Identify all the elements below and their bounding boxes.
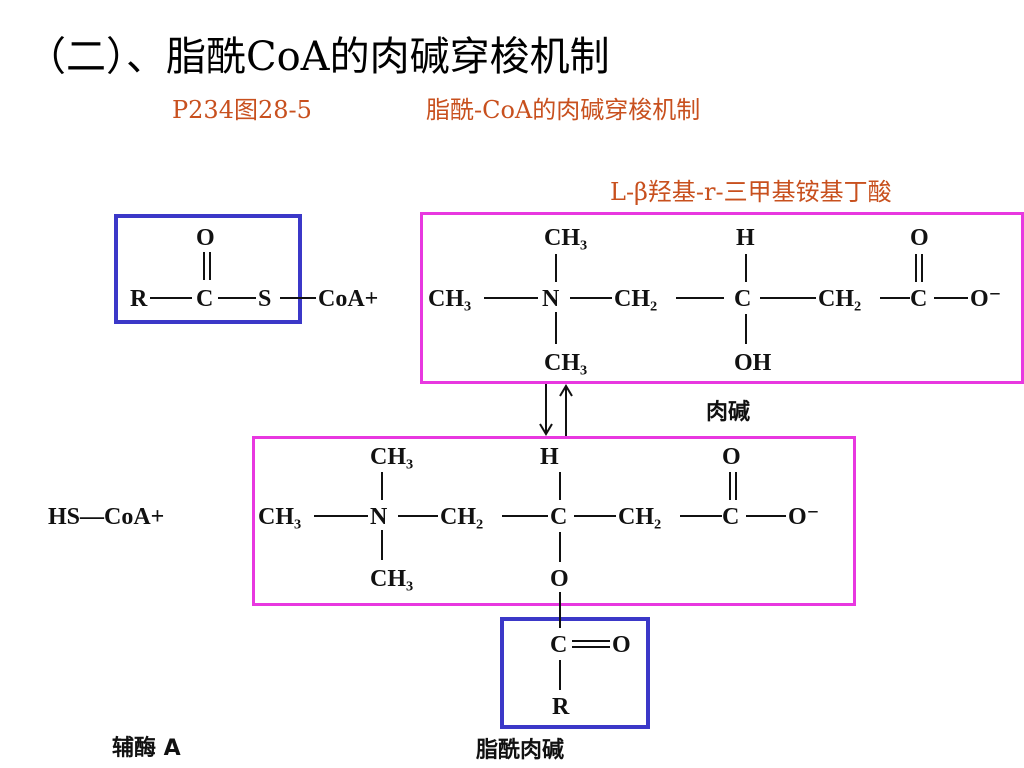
hs-coa-plus: HS—CoA+ (48, 504, 164, 530)
nitrogen: N (542, 286, 560, 312)
carboxylate: O⁻ (970, 286, 1001, 312)
methyl-down: CH₃ (544, 350, 587, 376)
methyl-up: CH₃ (544, 225, 587, 251)
coa-plus: CoA+ (318, 286, 378, 312)
acyl-r-b: R (552, 694, 570, 720)
carnitine-box-bottom (252, 436, 856, 606)
acyl-oxygen-b: O (612, 632, 631, 658)
acyl-r: R (130, 286, 148, 312)
hydrogen: H (736, 225, 755, 251)
central-carbon-b: C (550, 504, 567, 530)
methylene-b-b: CH₂ (618, 504, 661, 530)
figure-caption: 脂酰-CoA的肉碱穿梭机制 (426, 96, 701, 124)
acyl-carbon: C (196, 286, 213, 312)
acyl-carbon-b: C (550, 632, 567, 658)
methyl-down-b: CH₃ (370, 566, 413, 592)
carboxyl-carbon-b: C (722, 504, 739, 530)
carboxyl-oxygen-b: O (722, 444, 741, 470)
methylene-b: CH₂ (818, 286, 861, 312)
carnitine-label: 肉碱 (706, 400, 751, 425)
nitrogen-b: N (370, 504, 388, 530)
central-carbon: C (734, 286, 751, 312)
carnitine-annotation: L-β羟基-r-三甲基铵基丁酸 (610, 178, 892, 206)
ester-oxygen: O (550, 566, 569, 592)
coenzyme-a-label: 辅酶 A (112, 736, 181, 761)
methylene-a: CH₂ (614, 286, 657, 312)
hydroxyl: OH (734, 350, 772, 376)
figure-reference: P234图28-5 (172, 96, 312, 124)
methyl-left: CH₃ (428, 286, 471, 312)
methylene-a-b: CH₂ (440, 504, 483, 530)
slide-title: （二）、脂酰CoA的肉碱穿梭机制 (26, 34, 610, 80)
carboxyl-oxygen: O (910, 225, 929, 251)
arrow-down-head (539, 423, 553, 436)
arrow-up-head (559, 384, 573, 397)
acylcarnitine-label: 脂酰肉碱 (476, 738, 565, 763)
methyl-up-b: CH₃ (370, 444, 413, 470)
carboxylate-b: O⁻ (788, 504, 819, 530)
hydrogen-b: H (540, 444, 559, 470)
acyl-group-box-top (114, 214, 302, 324)
acyl-group-box-bottom (500, 617, 650, 729)
carnitine-box-top (420, 212, 1024, 384)
acyl-sulfur: S (258, 286, 271, 312)
carboxyl-carbon: C (910, 286, 927, 312)
acyl-oxygen: O (196, 225, 215, 251)
methyl-left-b: CH₃ (258, 504, 301, 530)
